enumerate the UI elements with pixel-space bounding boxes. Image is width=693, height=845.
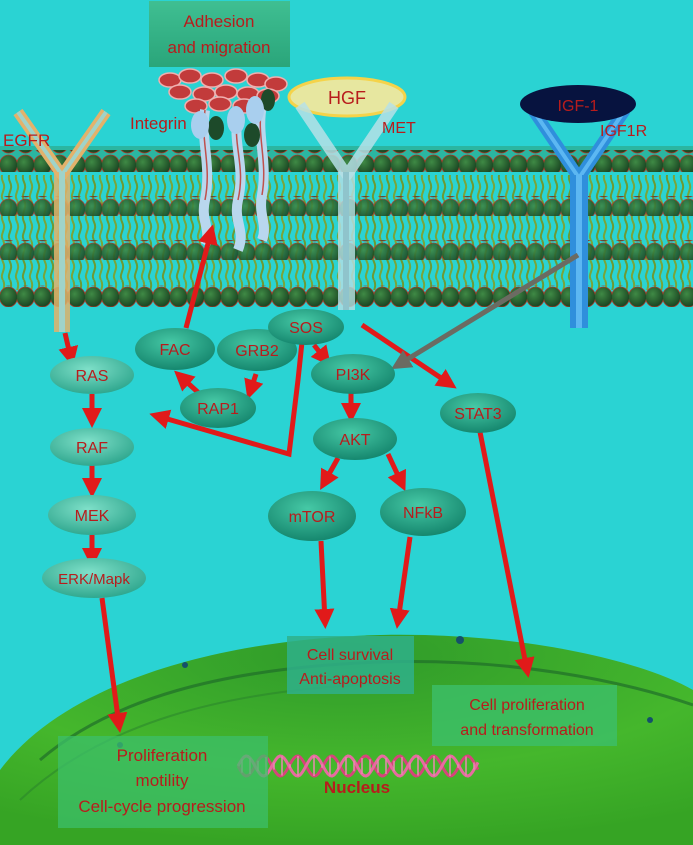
node-akt: AKT xyxy=(313,418,397,460)
node-rap1-label: RAP1 xyxy=(197,401,239,418)
arrow-egfr-ras xyxy=(58,332,79,367)
node-sos-label: SOS xyxy=(289,320,323,337)
arrow-mtor-nucleus xyxy=(314,540,335,629)
egfr-receptor-icon xyxy=(13,108,111,332)
node-erk: ERK/Mapk xyxy=(42,558,146,598)
node-raf-label: RAF xyxy=(76,440,108,457)
met-receptor-icon xyxy=(295,101,399,310)
integrin-label: Integrin xyxy=(130,114,187,133)
igf1-ligand-icon: IGF-1 xyxy=(520,85,636,123)
met-label: MET xyxy=(382,120,416,137)
adhesion-line1: Adhesion xyxy=(184,12,255,31)
survival-line2: Anti-apoptosis xyxy=(299,671,400,688)
node-nfkb: NFkB xyxy=(380,488,466,536)
cell-proliferation-box: Cell proliferation and transformation xyxy=(432,685,617,746)
motility-line1: Proliferation xyxy=(117,746,208,765)
hgf-label: HGF xyxy=(328,88,366,108)
node-stat3-label: STAT3 xyxy=(454,406,502,423)
arrow-akt-mtor xyxy=(320,456,341,490)
node-mek: MEK xyxy=(48,495,136,535)
hgf-ligand-icon: HGF xyxy=(287,76,407,118)
node-akt-label: AKT xyxy=(339,432,370,449)
node-fac-label: FAC xyxy=(159,342,190,359)
proliferation-line2: and transformation xyxy=(460,722,593,739)
igf1-label: IGF-1 xyxy=(558,98,599,115)
node-erk-label: ERK/Mapk xyxy=(58,571,130,588)
node-mtor: mTOR xyxy=(268,491,356,541)
nucleus-label: Nucleus xyxy=(324,778,390,797)
egfr-label: EGFR xyxy=(3,131,50,150)
integrin-receptor-icon xyxy=(158,68,288,252)
arrow-akt-nfkb xyxy=(385,452,406,492)
arrow-sos-pi3k xyxy=(310,343,331,367)
motility-line3: Cell-cycle progression xyxy=(78,797,245,816)
node-pi3k: PI3K xyxy=(311,354,395,394)
arrow-igf1r-pi3k xyxy=(391,252,580,370)
arrow-stat3-nucleus xyxy=(477,431,535,678)
node-sos: SOS xyxy=(268,309,344,345)
node-pi3k-label: PI3K xyxy=(336,367,371,384)
node-grb2-label: GRB2 xyxy=(235,343,279,360)
pathway-arrows xyxy=(58,224,580,733)
node-fac: FAC xyxy=(135,328,215,370)
node-raf: RAF xyxy=(50,428,134,466)
node-nfkb-label: NFkB xyxy=(403,505,443,522)
proliferation-line1: Cell proliferation xyxy=(469,697,585,714)
node-grb2: GRB2 xyxy=(217,329,297,371)
node-mek-label: MEK xyxy=(75,508,110,525)
arrow-fac-integrin xyxy=(183,224,218,329)
cell-survival-box: Cell survival Anti-apoptosis xyxy=(287,636,414,694)
node-ras-label: RAS xyxy=(76,368,109,385)
igf1r-receptor-icon xyxy=(528,106,630,328)
adhesion-line2: and migration xyxy=(167,38,270,57)
arrow-grb2-rap1 xyxy=(244,373,264,400)
node-ras: RAS xyxy=(50,356,134,394)
adhesion-migration-box: Adhesion and migration xyxy=(149,1,290,67)
node-rap1: RAP1 xyxy=(180,388,256,428)
dna-helix-icon xyxy=(236,754,480,778)
node-mtor-label: mTOR xyxy=(289,509,336,526)
arrow-nfkb-nucleus xyxy=(389,536,413,629)
motility-line2: motility xyxy=(136,771,189,790)
proliferation-motility-box: Proliferation motility Cell-cycle progre… xyxy=(58,736,268,828)
arrow-erk-nucleus xyxy=(99,597,128,733)
node-stat3: STAT3 xyxy=(440,393,516,433)
arrow-sos-ras xyxy=(149,341,305,458)
igf1r-label: IGF1R xyxy=(600,123,647,140)
survival-line1: Cell survival xyxy=(307,647,393,664)
